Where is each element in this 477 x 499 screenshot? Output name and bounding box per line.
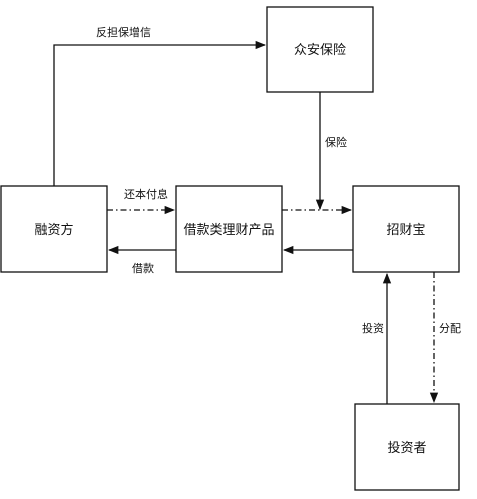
node-financier-label: 融资方	[34, 222, 73, 238]
node-investor: 投资者	[354, 403, 460, 491]
node-product: 借款类理财产品	[175, 185, 283, 273]
edge-insurance-label: 保险	[325, 135, 347, 149]
edge-distribute-label: 分配	[439, 322, 461, 335]
edge-repay-label: 还本付息	[124, 187, 168, 201]
node-insurance: 众安保险	[266, 6, 374, 93]
node-platform-label: 招财宝	[386, 223, 425, 238]
edge-counter-guarantee-label: 反担保增信	[96, 25, 151, 39]
edge-invest-label: 投资	[362, 321, 384, 335]
node-platform: 招财宝	[352, 185, 460, 273]
node-insurance-label: 众安保险	[294, 43, 346, 58]
node-investor-label: 投资者	[387, 440, 426, 456]
node-product-label: 借款类理财产品	[183, 223, 274, 238]
node-financier: 融资方	[0, 185, 108, 273]
edge-loan-label: 借款	[132, 261, 154, 275]
edge-counter-guarantee	[53, 40, 267, 186]
